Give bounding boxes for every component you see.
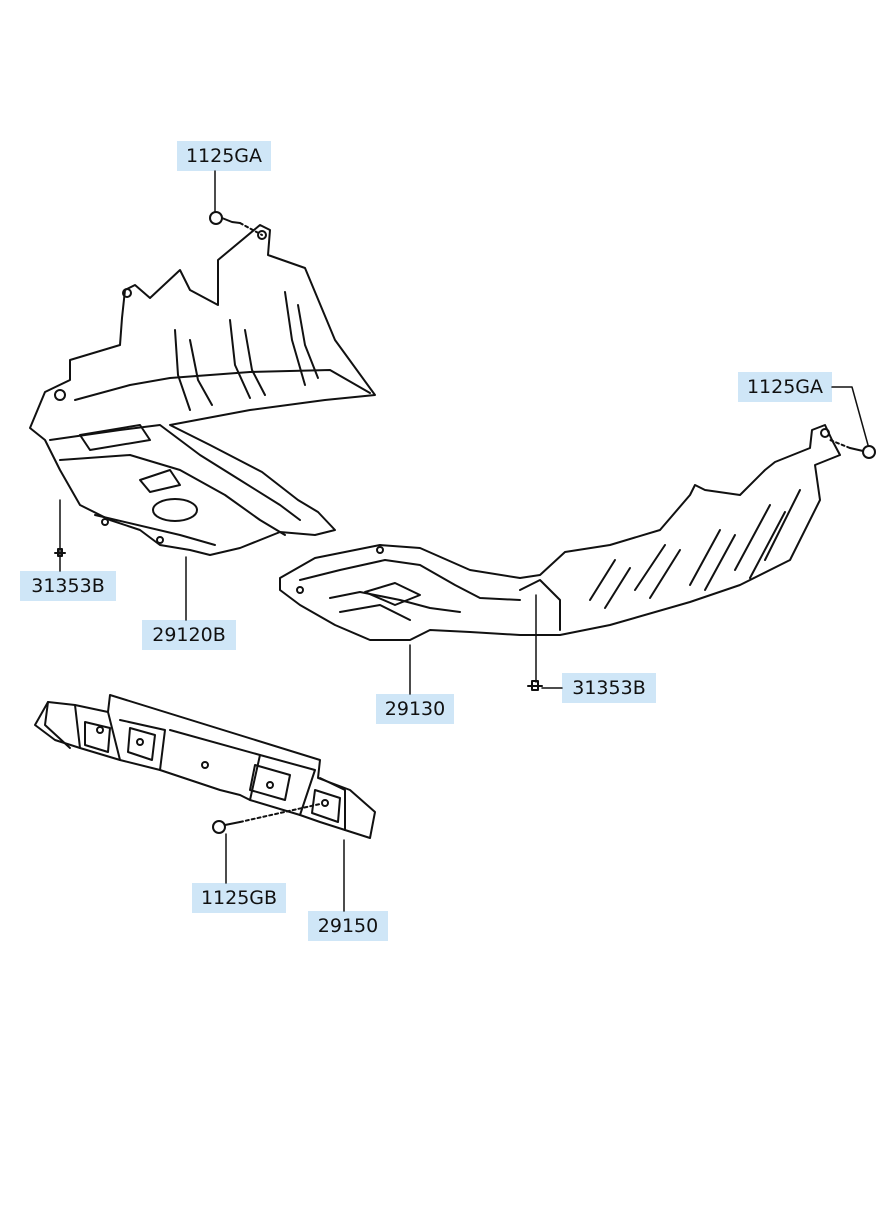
label-bg-clip-right [562, 673, 656, 703]
label-bg-clip-left [20, 571, 116, 601]
label-bolt-bottom[interactable]: 1125GB [200, 887, 278, 909]
label-clip-right[interactable]: 31353B [572, 677, 646, 699]
bolt-right-icon [829, 439, 876, 459]
label-backgrounds [20, 141, 832, 941]
label-bg-cover-left [142, 620, 236, 650]
label-cover-center[interactable]: 29130 [384, 698, 446, 720]
label-cover-left[interactable]: 29120B [152, 624, 226, 646]
bolt-top-icon [209, 211, 263, 236]
label-clip-left[interactable]: 31353B [31, 575, 105, 597]
label-bracket[interactable]: 29150 [317, 915, 379, 937]
label-bg-bolt-top [177, 141, 271, 171]
leader-lines [59, 170, 869, 912]
bolt-bottom-icon [212, 803, 321, 834]
clip-right-icon [527, 680, 543, 691]
label-bg-bracket [308, 911, 388, 941]
lower-bracket [34, 694, 376, 839]
label-bg-bolt-right [738, 372, 832, 402]
label-bolt-top[interactable]: 1125GA [185, 145, 263, 167]
fasteners [54, 211, 876, 834]
center-under-cover [279, 424, 841, 641]
left-under-cover [29, 224, 376, 556]
label-bg-cover-center [376, 694, 454, 724]
label-bolt-right[interactable]: 1125GA [746, 376, 824, 398]
label-bg-bolt-bottom [192, 883, 286, 913]
